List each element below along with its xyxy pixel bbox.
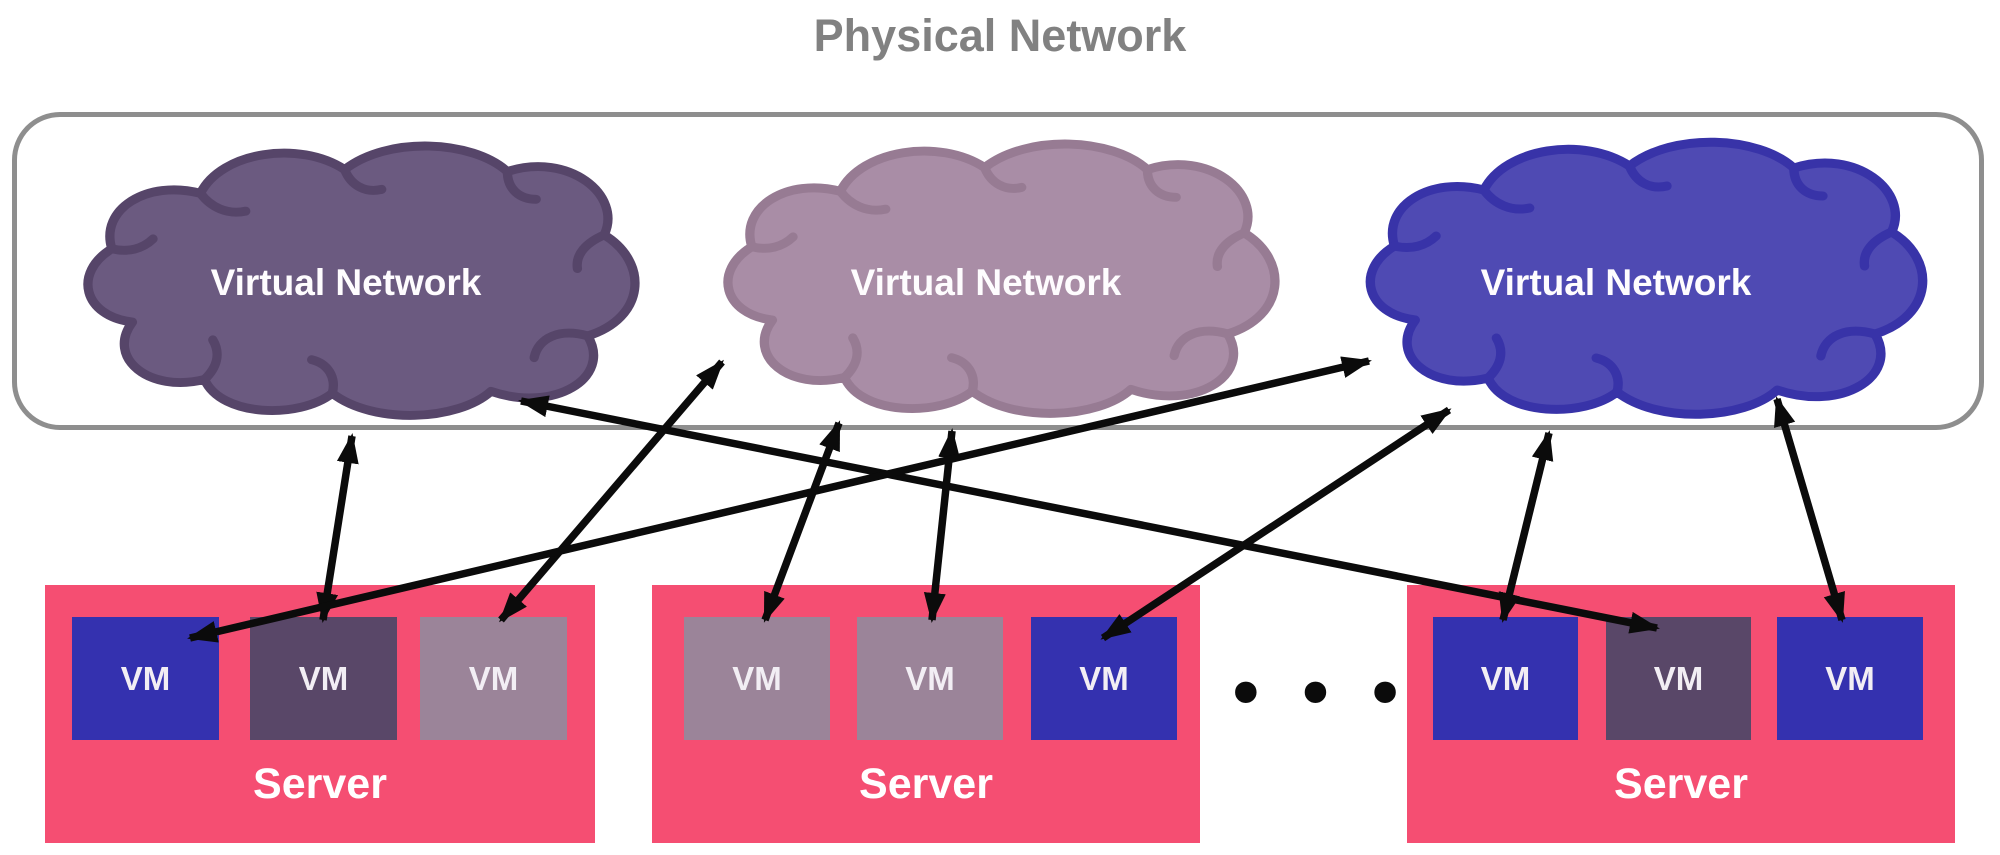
server-label-3: Server <box>1614 760 1748 808</box>
virtual-network-label-1: Virtual Network <box>210 262 482 303</box>
vm-box: VM <box>1777 617 1923 740</box>
virtual-network-label-2: Virtual Network <box>850 262 1122 303</box>
vm-box: VM <box>1433 617 1578 740</box>
page-title: Physical Network <box>813 10 1187 61</box>
connection-arrow-vn1-s1vm2 <box>316 433 359 623</box>
virtual-network-label-3: Virtual Network <box>1480 262 1752 303</box>
server-label-1: Server <box>253 760 387 808</box>
connection-arrow-vn1-s3vm2 <box>518 395 1660 634</box>
connection-arrow-vn3-s2vm3 <box>1100 406 1452 642</box>
connection-arrow-vn3-s1vm1 <box>187 356 1372 643</box>
connection-arrow-vn3-s3vm1 <box>1498 430 1554 623</box>
connection-arrow-vn3-s3vm3 <box>1773 396 1846 623</box>
server-label-2: Server <box>859 760 993 808</box>
more-servers-ellipsis: ••• <box>1224 652 1433 738</box>
vm-box: VM <box>1606 617 1751 740</box>
